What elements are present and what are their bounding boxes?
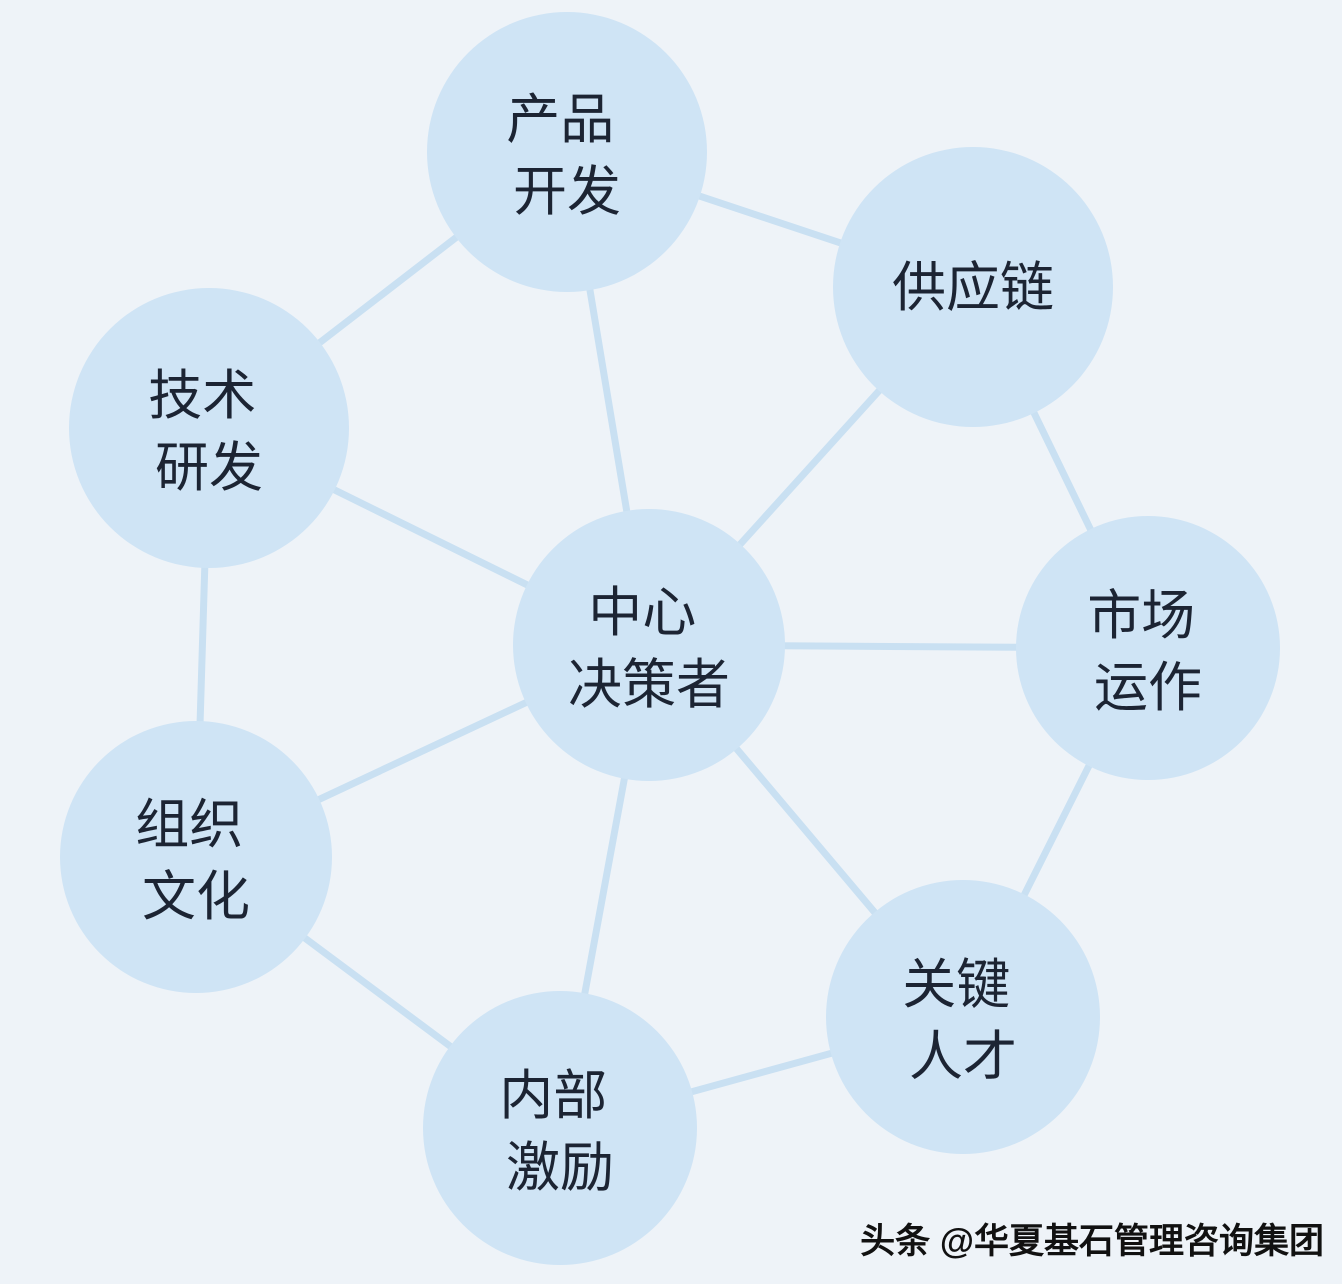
node-org-culture-circle: [60, 721, 332, 993]
watermark-text: 头条 @华夏基石管理咨询集团: [860, 1222, 1324, 1261]
node-center-decision-maker-circle: [513, 509, 785, 781]
node-supply-chain-label: 供应链: [892, 258, 1054, 318]
node-center-decision-maker: 中心 决策者: [513, 509, 785, 781]
node-key-talent: 关键 人才: [826, 880, 1100, 1154]
node-market-operations-label: 市场 运作: [1087, 586, 1209, 718]
node-internal-incentive: 内部 激励: [423, 991, 697, 1265]
node-tech-rd: 技术 研发: [69, 288, 349, 568]
node-product-development-label: 产品 开发: [506, 90, 628, 222]
node-market-operations-circle: [1016, 516, 1280, 780]
node-product-development: 产品 开发: [427, 12, 707, 292]
node-key-talent-label: 关键 人才: [902, 955, 1024, 1087]
node-internal-incentive-label: 内部 激励: [499, 1066, 621, 1198]
node-supply-chain-circle: [833, 147, 1113, 427]
node-internal-incentive-circle: [423, 991, 697, 1265]
node-center-decision-maker-label: 中心 决策者: [568, 583, 730, 715]
node-market-operations: 市场 运作: [1016, 516, 1280, 780]
node-org-culture: 组织 文化: [60, 721, 332, 993]
node-tech-rd-circle: [69, 288, 349, 568]
node-key-talent-circle: [826, 880, 1100, 1154]
node-org-culture-label: 组织 文化: [135, 795, 257, 927]
node-product-development-circle: [427, 12, 707, 292]
node-tech-rd-label: 技术 研发: [148, 366, 270, 498]
node-supply-chain: 供应链: [833, 147, 1113, 427]
